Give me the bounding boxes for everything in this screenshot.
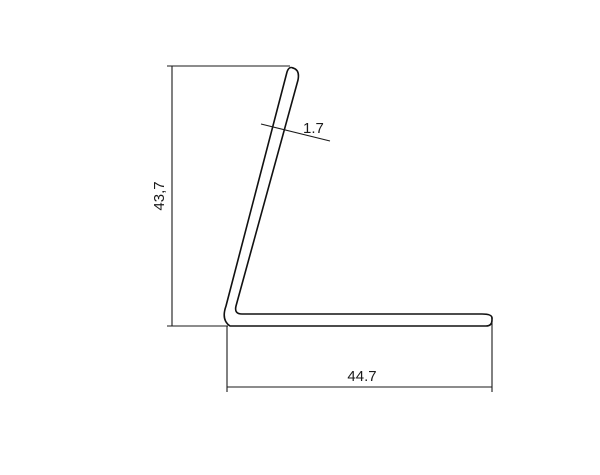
profile-inner-edge — [234, 67, 493, 319]
thickness-dimension-line — [260, 123, 331, 142]
profile-outer-edge — [223, 66, 493, 327]
thickness-dimension-label: 1.7 — [303, 120, 324, 137]
height-dimension-label: 43,7 — [151, 181, 168, 210]
width-dimension-label: 44.7 — [347, 368, 376, 385]
